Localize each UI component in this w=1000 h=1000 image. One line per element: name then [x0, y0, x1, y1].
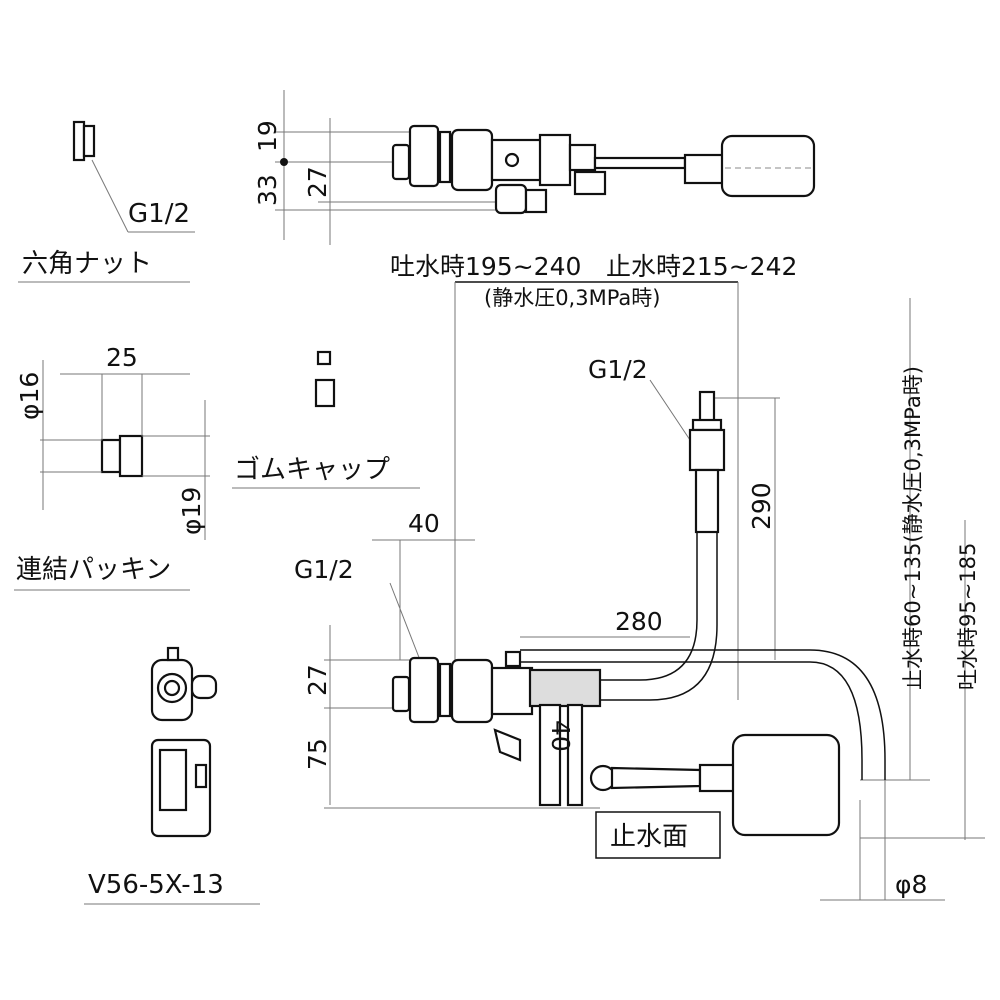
dim-75: 75	[303, 738, 332, 770]
side-view-drawing	[150, 646, 218, 838]
front-dim-27: 27	[303, 664, 332, 696]
dim-40-vertical: 40	[546, 720, 575, 752]
stop-height-label: 止水時60~135(静水圧0,3MPa時)	[901, 366, 925, 690]
hex-nut-drawing	[72, 120, 195, 233]
length-flow-label: 吐水時195~240	[390, 252, 581, 281]
packing-label: 連結パッキン	[16, 555, 171, 585]
top-view-drawing	[275, 90, 816, 245]
dia-8-label: φ8	[895, 870, 927, 899]
water-level-box	[595, 811, 721, 859]
packing-inner-dia-label: φ16	[15, 372, 44, 420]
top-dim-19: 19	[253, 120, 282, 152]
top-dim-27: 27	[303, 166, 332, 198]
packing-drawing	[40, 360, 210, 540]
hex-nut-thread-label: G1/2	[128, 199, 190, 229]
packing-width-label: 25	[106, 343, 138, 372]
top-dim-33: 33	[253, 174, 282, 206]
model-number: V56-5X-13	[88, 870, 224, 900]
dim-280: 280	[615, 607, 663, 636]
inlet-thread-label: G1/2	[294, 555, 354, 584]
pipe-thread-label: G1/2	[588, 355, 648, 384]
dim-290: 290	[747, 482, 776, 530]
length-pressure-note: (静水圧0,3MPa時)	[484, 286, 661, 310]
hex-nut-label: 六角ナット	[22, 249, 152, 279]
flow-height-label: 吐水時95~185	[956, 543, 980, 690]
rubber-cap-front	[314, 378, 336, 408]
rubber-cap-label: ゴムキャップ	[234, 455, 390, 485]
rubber-cap-top	[316, 350, 332, 366]
packing-outer-dia-label: φ19	[177, 487, 206, 535]
water-level-label: 止水面	[610, 822, 688, 852]
length-stop-label: 止水時215~242	[606, 252, 797, 281]
front-view-drawing	[324, 282, 985, 901]
dim-40-horizontal: 40	[408, 509, 440, 538]
